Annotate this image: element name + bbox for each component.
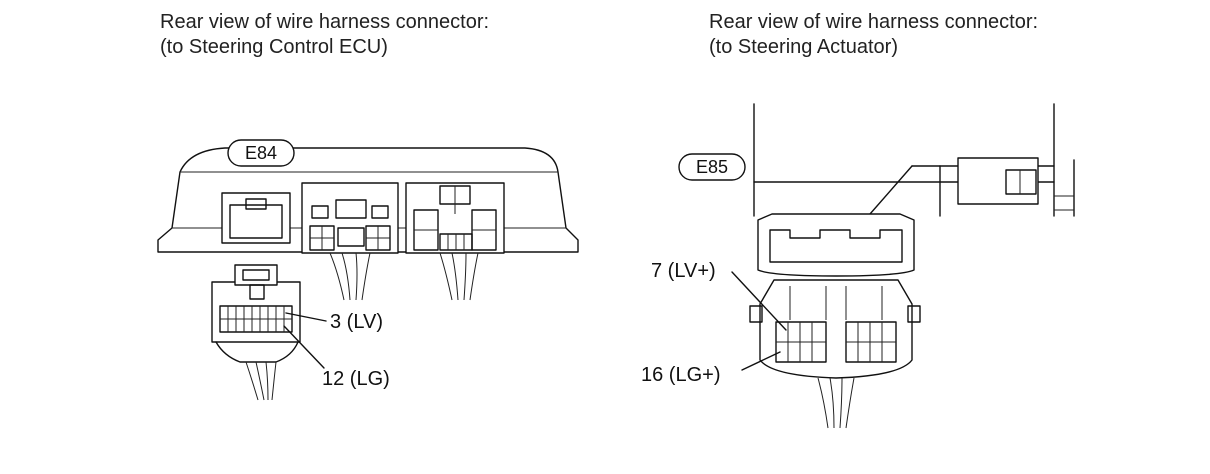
e85-badge: E85 (678, 153, 746, 181)
right-caption-line1: Rear view of wire harness connector: (709, 11, 1039, 33)
e85-label: E85 (696, 157, 728, 177)
pin-label-16-lg-plus: 16 (LG+) (641, 364, 720, 386)
right-harness-plug (749, 279, 921, 379)
pin-callout-3-lv: 3 (LV) (285, 311, 383, 333)
pin-label-12-lg: 12 (LG) (322, 368, 390, 390)
right-caption-line2: (to Steering Actuator) (709, 36, 898, 58)
e84-label: E84 (245, 143, 277, 163)
left-caption-line1: Rear view of wire harness connector: (160, 11, 490, 33)
right-caption: Rear view of wire harness connector: (to… (709, 10, 1038, 60)
left-harness-plug (211, 264, 301, 363)
left-plug-wires (245, 361, 277, 401)
ecu-harness-wires (329, 252, 479, 301)
ecu-socket-2 (301, 182, 399, 254)
pin-callout-16-lg-plus: 16 (LG+) (641, 351, 781, 386)
left-caption: Rear view of wire harness connector: (to… (160, 10, 489, 60)
ecu-socket-3 (405, 182, 505, 254)
right-plug-wires (817, 377, 855, 429)
pin-label-7-lv-plus: 7 (LV+) (651, 260, 716, 282)
e84-badge: E84 (227, 139, 295, 167)
pin-callout-7-lv-plus: 7 (LV+) (651, 260, 787, 331)
actuator-socket (757, 213, 915, 277)
pin-label-3-lv: 3 (LV) (330, 311, 383, 333)
actuator-body (753, 103, 1075, 217)
pin-callout-12-lg: 12 (LG) (283, 325, 390, 390)
left-caption-line2: (to Steering Control ECU) (160, 36, 388, 58)
ecu-socket-1 (221, 192, 291, 244)
